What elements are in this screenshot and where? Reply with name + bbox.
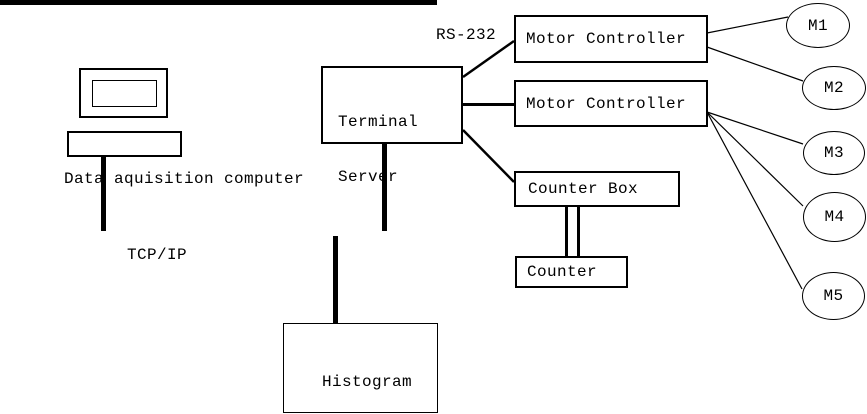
counter-box-box: Counter Box bbox=[514, 171, 680, 207]
motor-m5-label: M5 bbox=[823, 287, 844, 305]
counter-box-to-counter-line-right bbox=[577, 206, 580, 256]
tcpip-label: TCP/IP bbox=[127, 246, 188, 264]
link-motor-controller-1-to-m1 bbox=[706, 16, 789, 34]
motor-m1: M1 bbox=[786, 3, 850, 48]
motor-m2: M2 bbox=[802, 66, 866, 110]
bus-to-histogram-memory-line bbox=[333, 236, 338, 323]
histogram-memory-box: Histogram Memory bbox=[283, 323, 438, 413]
computer-screen-icon bbox=[92, 80, 157, 107]
link-motor-controller-1-to-m2 bbox=[706, 46, 804, 82]
motor-m1-label: M1 bbox=[807, 16, 828, 35]
terminal-server-to-bus-line bbox=[382, 143, 387, 231]
counter-box-label: Counter Box bbox=[528, 180, 639, 198]
data-acquisition-computer-label: Data aquisition computer bbox=[64, 170, 305, 188]
tcpip-bus-line bbox=[0, 0, 437, 5]
computer-keyboard-icon bbox=[67, 131, 182, 157]
motor-m2-label: M2 bbox=[823, 79, 844, 97]
link-terminal-server-to-motor-controller-2 bbox=[463, 103, 514, 106]
motor-m3: M3 bbox=[803, 131, 865, 175]
link-motor-controller-2-to-m4 bbox=[706, 111, 804, 207]
rs232-label: RS-232 bbox=[436, 26, 497, 44]
motor-controller-1-box: Motor Controller bbox=[514, 15, 708, 63]
terminal-server-label-line1: Terminal bbox=[338, 113, 419, 131]
motor-controller-1-label: Motor Controller bbox=[526, 30, 687, 48]
counter-label: Counter bbox=[527, 263, 598, 281]
motor-controller-2-label: Motor Controller bbox=[526, 94, 687, 113]
link-terminal-server-to-counter-box bbox=[462, 129, 515, 183]
motor-m4-label: M4 bbox=[824, 208, 845, 226]
motor-m3-label: M3 bbox=[823, 144, 844, 162]
histogram-memory-label-line1: Histogram bbox=[322, 373, 413, 391]
link-motor-controller-2-to-m5 bbox=[706, 111, 803, 290]
motor-m5: M5 bbox=[802, 272, 865, 320]
counter-box: Counter bbox=[515, 256, 628, 288]
link-terminal-server-to-motor-controller-1 bbox=[462, 39, 515, 79]
motor-m4: M4 bbox=[803, 192, 866, 242]
motor-controller-2-box: Motor Controller bbox=[514, 80, 708, 127]
counter-box-to-counter-line-left bbox=[565, 206, 568, 256]
link-motor-controller-2-to-m3 bbox=[706, 111, 804, 145]
computer-to-bus-line bbox=[101, 156, 106, 231]
terminal-server-box: Terminal Server bbox=[321, 66, 463, 186]
terminal-server-label-line2: Server bbox=[338, 168, 399, 186]
